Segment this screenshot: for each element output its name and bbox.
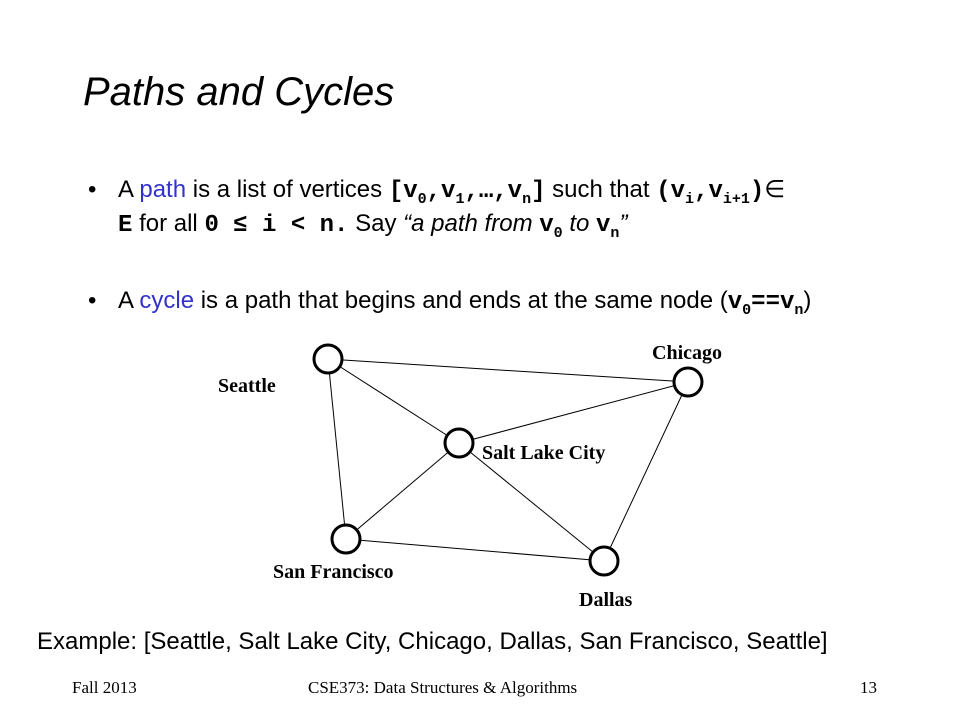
node-chicago	[672, 366, 704, 398]
label-dallas: Dallas	[579, 589, 633, 611]
bullet-cycle-text: A cycle is a path that begins and ends a…	[118, 287, 812, 319]
edge-saltlakecity-chicago	[458, 381, 689, 444]
edge-saltlakecity-dallas	[458, 442, 605, 562]
term-cycle: cycle	[139, 287, 195, 314]
slide-title: Paths and Cycles	[83, 70, 395, 114]
footer-page-number: 13	[860, 678, 877, 697]
edge-sanfrancisco-dallas	[345, 538, 605, 562]
label-seattle: Seattle	[218, 375, 276, 397]
graph-edges	[327, 358, 689, 562]
bullet-marker: •	[88, 287, 97, 314]
label-chicago: Chicago	[652, 342, 722, 364]
edge-saltlakecity-sanfrancisco	[345, 442, 460, 540]
edge-seattle-sanfrancisco	[327, 358, 347, 540]
label-san-francisco: San Francisco	[273, 561, 394, 583]
edge-seattle-saltlakecity	[327, 358, 460, 444]
graph-nodes	[312, 343, 704, 577]
term-path: path	[139, 176, 187, 203]
node-seattle	[312, 343, 344, 375]
footer-course: CSE373: Data Structures & Algorithms	[308, 678, 578, 697]
node-salt-lake-city	[443, 427, 475, 459]
bullet-marker: •	[88, 176, 97, 203]
edge-chicago-dallas	[603, 381, 689, 562]
bullet-path-text-cont: E for all 0 ≤ i < n. Say “a path from v0…	[118, 210, 628, 242]
label-salt-lake-city: Salt Lake City	[482, 442, 605, 464]
footer-term: Fall 2013	[72, 678, 137, 697]
node-dallas	[588, 545, 620, 577]
example-cycle: Example: [Seattle, Salt Lake City, Chica…	[37, 628, 828, 655]
node-san-francisco	[330, 523, 362, 555]
bullet-path-text: A path is a list of vertices [v0,v1,…,vn…	[118, 176, 786, 208]
edge-seattle-chicago	[327, 358, 689, 383]
